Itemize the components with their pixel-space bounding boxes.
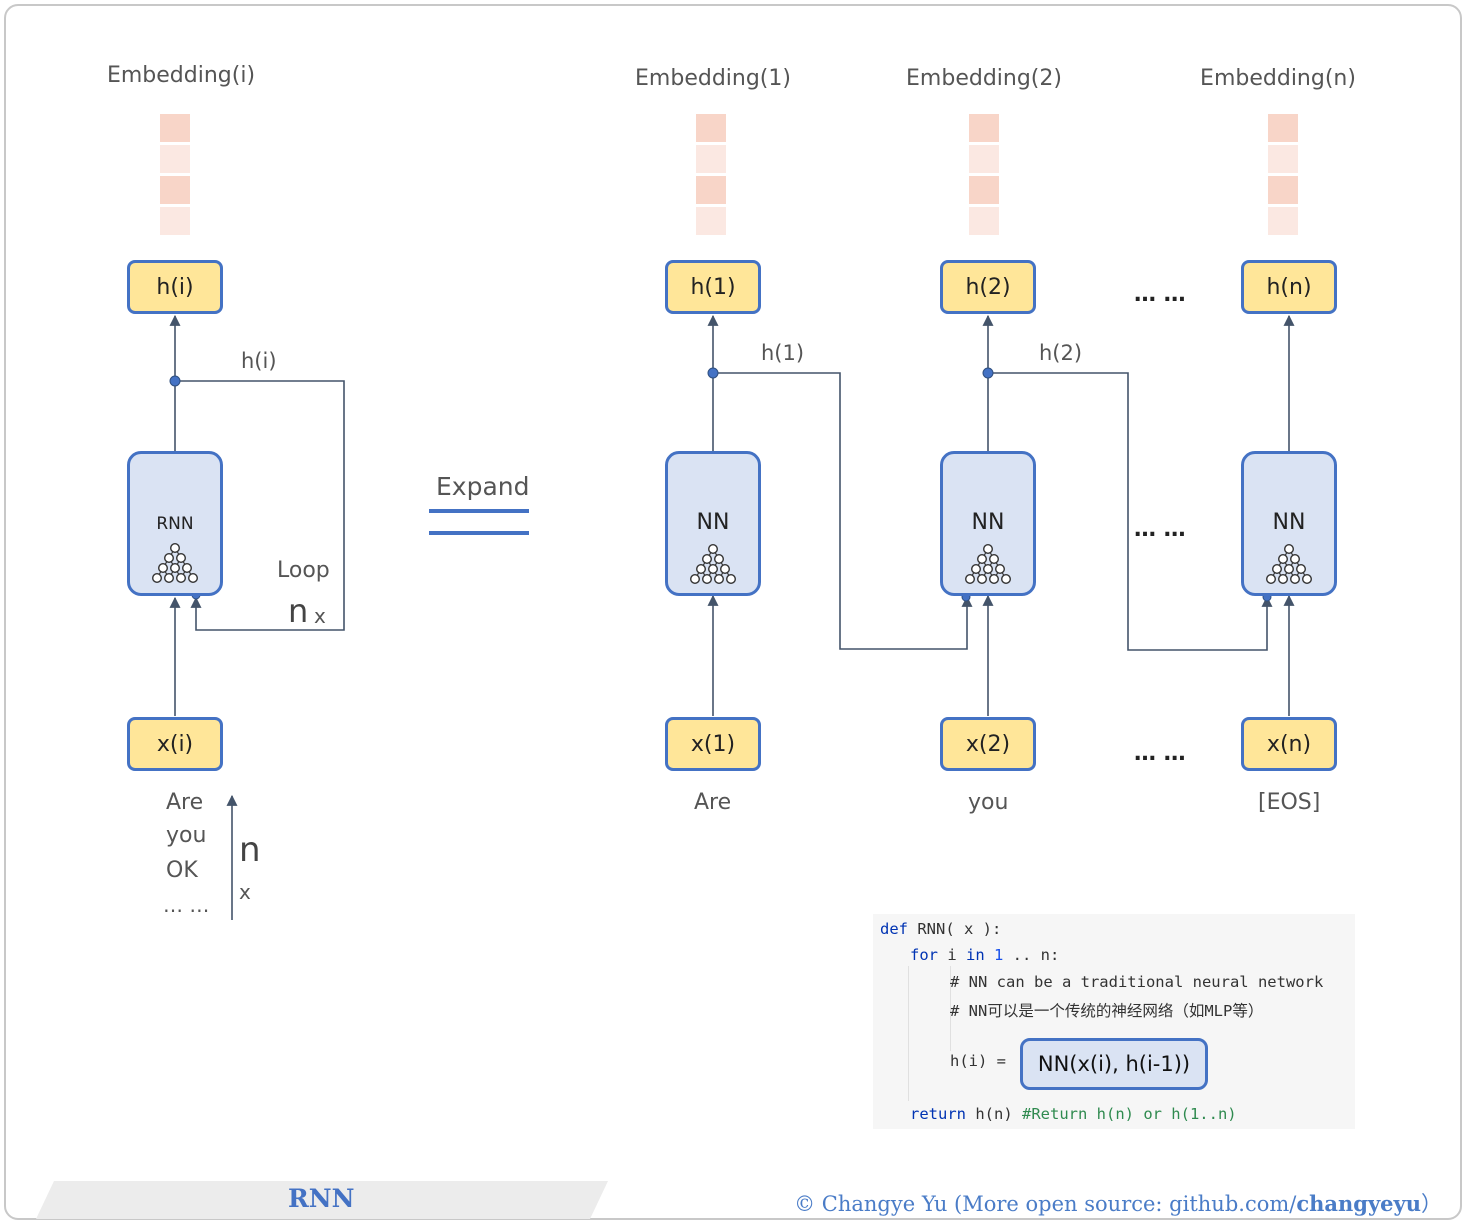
token-ellipsis: … … [163,893,210,917]
loop-hidden-label: h(i) [241,349,277,373]
neural-net-icon [151,542,199,584]
ellipsis-bottom: … … [1134,741,1186,766]
author-credit: © Changye Yu (More open source: github.c… [794,1191,1442,1216]
stepn-token: [EOS] [1258,790,1321,815]
embedding-cell [1268,207,1298,235]
step1-token: Are [694,790,732,815]
nn-cell-label: NN [1272,510,1306,535]
embedding-cell [160,114,190,142]
embedding-cell [1268,145,1298,173]
token-you: you [166,823,207,848]
code-comment-en: # NN can be a traditional neural network [950,973,1324,991]
hidden-state-1: h(1) [665,260,761,314]
embedding-cell [696,114,726,142]
step1-output-junction [707,367,719,379]
code-comment-zh: # NN可以是一个传统的神经网络（如MLP等） [950,1002,1264,1020]
step1-feedback-line [713,372,973,650]
sequence-x: x [239,880,251,904]
code-line-for: for i in 1 .. n: [910,946,1060,964]
nn-cell-n: NN [1241,451,1337,596]
code-line-return: return h(n) #Return h(n) or h(1..n) [910,1105,1237,1123]
neural-net-icon [964,543,1012,585]
footer-title: RNN [288,1184,355,1213]
input-2: x(2) [940,717,1036,771]
embedding-cell [969,145,999,173]
embedding-title-n: Embedding(n) [1200,66,1356,91]
input-1: x(1) [665,717,761,771]
rnn-cell-label: RNN [156,514,194,534]
neural-net-icon [1265,543,1313,585]
embedding-cell [160,207,190,235]
footer-title-band [36,1181,608,1219]
step2-token: you [968,790,1009,815]
embedding-cell [160,176,190,204]
hidden-state-n: h(n) [1241,260,1337,314]
rnn-loop-line [175,380,345,631]
expand-label: Expand [436,472,530,501]
neural-net-icon [689,543,737,585]
indent-guide [908,966,909,1101]
ellipsis-middle: … … [1134,517,1186,542]
token-ok: OK [166,858,198,883]
indent-guide [950,966,951,1051]
nn-cell-label: NN [696,510,730,535]
figure-frame [4,4,1462,1220]
code-line-def: def RNN( x ): [880,920,1002,938]
embedding-cell [969,114,999,142]
embedding-title-1: Embedding(1) [635,66,791,91]
embedding-cell [1268,176,1298,204]
input-i: x(i) [127,717,223,771]
sequence-n: n [239,830,261,870]
loop-x: x [314,604,326,628]
embedding-title-2: Embedding(2) [906,66,1062,91]
embedding-title-i: Embedding(i) [106,63,256,88]
nn-cell-2: NN [940,451,1036,596]
code-assign: h(i) = [950,1052,1006,1070]
nn-cell-1: NN [665,451,761,596]
feedback-label-1: h(1) [761,341,805,365]
loop-n: n [288,592,309,630]
github-user[interactable]: changyeyu [1296,1191,1421,1216]
loop-label: Loop [277,558,330,583]
rnn-output-junction [169,375,181,387]
embedding-cell [1268,114,1298,142]
pseudo-code-block: def RNN( x ): for i in 1 .. n: # NN can … [873,914,1355,1129]
embedding-cell [969,176,999,204]
embedding-cell [160,145,190,173]
embedding-cell [696,207,726,235]
ellipsis-top: … … [1134,282,1186,307]
step2-output-junction [982,367,994,379]
feedback-label-2: h(2) [1039,341,1083,365]
token-are: Are [166,790,204,815]
embedding-cell [696,176,726,204]
embedding-cell [696,145,726,173]
step2-feedback-line [988,372,1273,651]
nn-cell-label: NN [971,510,1005,535]
nn-call-box: NN(x(i), h(i-1)) [1020,1038,1208,1090]
embedding-cell [969,207,999,235]
hidden-state-2: h(2) [940,260,1036,314]
input-n: x(n) [1241,717,1337,771]
rnn-cell: RNN [127,451,223,596]
hidden-state-i: h(i) [127,260,223,314]
